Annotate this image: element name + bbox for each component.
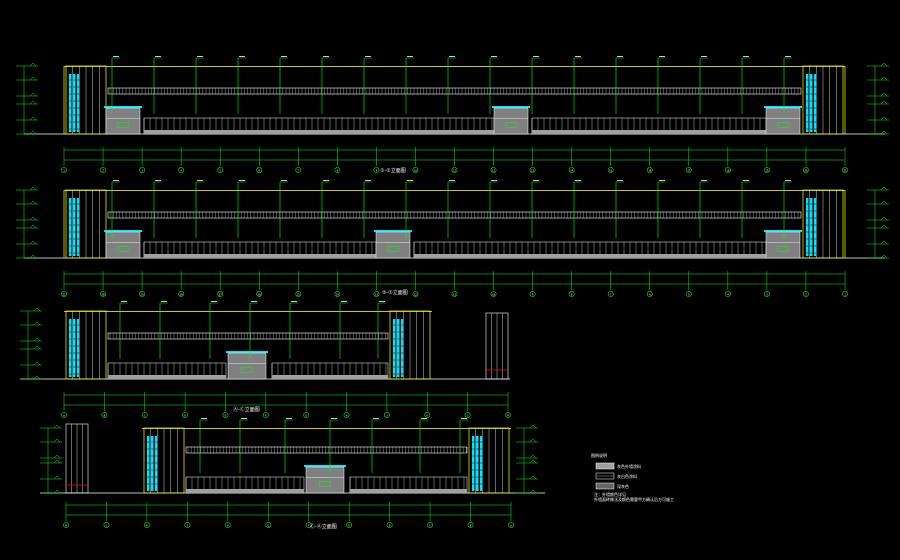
legend: 图例说明 灰色外墙涂料 灰白色涂料 深灰色 注：外墙颜色详见 外墙面砖做法及颜色… xyxy=(591,452,674,502)
grid-label: 1 xyxy=(63,168,65,172)
grid-label: 17 xyxy=(219,292,223,296)
grid-label: 3 xyxy=(766,292,768,296)
grid-label: 14 xyxy=(570,168,574,172)
grid-label: 2 xyxy=(102,168,104,172)
grid-label: M xyxy=(507,413,509,417)
grid-label: 10 xyxy=(492,292,496,296)
grid-label: E xyxy=(348,523,350,527)
grid-label: D xyxy=(389,523,391,527)
grid-label: J xyxy=(187,523,189,527)
grid-label: J xyxy=(386,413,388,417)
legend-swatch-3 xyxy=(595,482,615,490)
grid-label: 16 xyxy=(648,168,652,172)
grid-label: 18 xyxy=(180,292,184,296)
grid-label: 21 xyxy=(62,292,66,296)
elevation-title-2: ②-①立面图 xyxy=(382,289,408,296)
grid-label: A xyxy=(63,413,65,417)
grid-label: 15 xyxy=(297,292,301,296)
grid-label: 6 xyxy=(649,292,651,296)
grid-label: 9 xyxy=(376,168,378,172)
grid-label: K xyxy=(146,523,148,527)
grid-label: K xyxy=(426,413,428,417)
elevation-title-1: ①-②立面图 xyxy=(380,167,406,174)
grid-label: 9 xyxy=(532,292,534,296)
grid-label: L xyxy=(467,413,469,417)
grid-label: B xyxy=(104,413,106,417)
grid-label: 7 xyxy=(610,292,612,296)
legend-item-1: 灰色外墙涂料 xyxy=(617,463,641,469)
grid-label: G xyxy=(305,413,307,417)
grid-label: 6 xyxy=(258,168,260,172)
grid-label: 16 xyxy=(258,292,262,296)
grid-label: 13 xyxy=(531,168,535,172)
legend-note-1: 注：外墙颜色详见 xyxy=(594,491,626,497)
grid-label: 19 xyxy=(141,292,145,296)
grid-label: 4 xyxy=(180,168,182,172)
grid-label: 18 xyxy=(726,168,730,172)
legend-item-3: 深灰色 xyxy=(617,483,629,489)
grid-label: 7 xyxy=(298,168,300,172)
grid-label: 11 xyxy=(453,292,457,296)
grid-label: F xyxy=(308,523,310,527)
grid-label: 14 xyxy=(336,292,340,296)
grid-label: 13 xyxy=(375,292,379,296)
grid-label: 20 xyxy=(101,292,105,296)
grid-label: B xyxy=(470,523,472,527)
grid-label: 12 xyxy=(414,292,418,296)
grid-label: 2 xyxy=(805,292,807,296)
legend-note-2: 外墙面砖做法及颜色需要甲方确认后方可施工 xyxy=(594,496,674,502)
grid-label: H xyxy=(346,413,348,417)
grid-label: 3 xyxy=(141,168,143,172)
grid-label: D xyxy=(184,413,186,417)
grid-label: 8 xyxy=(571,292,573,296)
grid-label: A xyxy=(510,523,512,527)
grid-label: 21 xyxy=(843,168,847,172)
grid-label: 1 xyxy=(844,292,846,296)
grid-label: 15 xyxy=(609,168,613,172)
grid-label: 8 xyxy=(337,168,339,172)
grid-label: 10 xyxy=(414,168,418,172)
grid-label: C xyxy=(144,413,146,417)
legend-swatch-1 xyxy=(595,462,615,470)
grid-label: 19 xyxy=(765,168,769,172)
grid-label: E xyxy=(225,413,227,417)
grid-label: L xyxy=(106,523,108,527)
grid-label: 11 xyxy=(453,168,457,172)
grid-label: H xyxy=(227,523,229,527)
grid-label: F xyxy=(265,413,267,417)
grid-label: M xyxy=(65,523,67,527)
grid-label: 5 xyxy=(688,292,690,296)
legend-item-2: 灰白色涂料 xyxy=(617,473,637,479)
elevation-title-4: Ⓒ-Ⓐ立面图 xyxy=(310,523,337,530)
grid-label: 4 xyxy=(727,292,729,296)
grid-label: 20 xyxy=(804,168,808,172)
grid-label: 17 xyxy=(687,168,691,172)
legend-title: 图例说明 xyxy=(591,452,607,458)
grid-label: 12 xyxy=(492,168,496,172)
grid-label: 5 xyxy=(219,168,221,172)
grid-label: G xyxy=(267,523,269,527)
elevation-title-3: Ⓐ-Ⓒ立面图 xyxy=(233,406,260,413)
grid-label: C xyxy=(429,523,431,527)
